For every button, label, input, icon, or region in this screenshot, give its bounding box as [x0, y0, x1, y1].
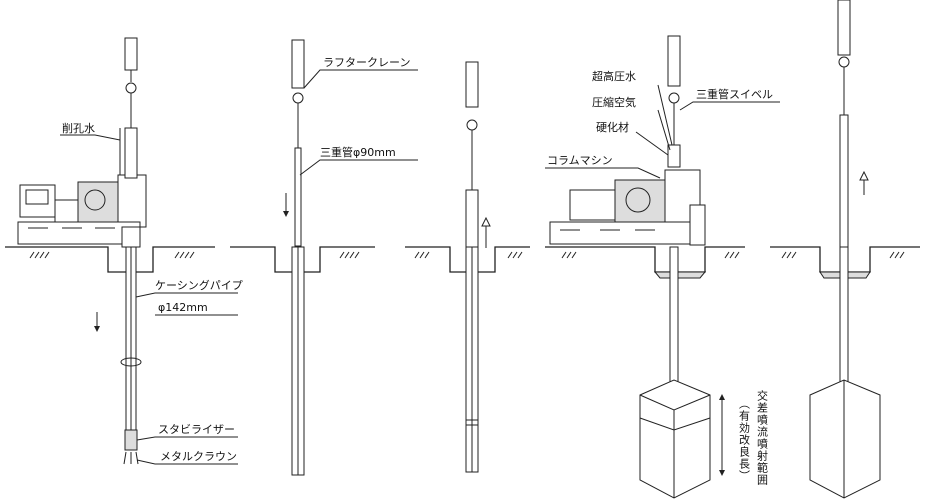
stage-5-column-completion	[809, 0, 881, 499]
label-casing-pipe: ケーシングパイプ	[155, 278, 243, 292]
label-compressed-air: 圧縮空気	[592, 95, 636, 109]
triple-pipe-rod	[839, 246, 849, 388]
label-triple-pipe-swivel: 三重管スイベル	[696, 87, 773, 101]
label-cross-jet-range: 交差噴流噴射範囲	[756, 389, 769, 486]
label-casing-diameter: φ142mm	[158, 301, 208, 314]
label-hardening-material: 硬化材	[596, 120, 629, 134]
label-stabilizer: スタビライザー	[158, 423, 235, 436]
label-drill-water: 削孔水	[62, 121, 95, 135]
ground-surface	[5, 246, 920, 273]
stage-2-triple-pipe-insertion	[283, 39, 418, 476]
crane-hook-icon	[668, 92, 680, 104]
crane-hook-icon	[838, 56, 850, 68]
label-rough-crane: ラフタークレーン	[323, 56, 410, 69]
label-column-machine: コラムマシン	[547, 154, 613, 167]
crane-boom	[291, 39, 305, 89]
crane-boom	[465, 61, 479, 108]
column-machine-base	[549, 221, 701, 245]
column-machine-engine	[569, 189, 616, 221]
crane-hook-icon	[125, 82, 137, 94]
slurry-pit	[653, 271, 707, 279]
stage-3-casing-withdrawal	[465, 61, 491, 473]
improved-column	[639, 379, 711, 499]
stabilizer-part	[124, 429, 138, 451]
rotation-icon	[120, 357, 142, 367]
swivel-head	[124, 127, 138, 179]
casing-rising	[465, 189, 479, 248]
label-super-high-pressure-water: 超高圧水	[592, 69, 636, 83]
crane-boom	[124, 37, 138, 71]
metal-crown-bits	[123, 451, 139, 465]
drill-engine	[77, 181, 119, 225]
crane-boom	[667, 35, 681, 87]
label-effective-length: （有効改良長）	[738, 398, 751, 482]
stage-1-casing-drilling	[17, 37, 238, 465]
improved-column	[809, 379, 881, 499]
stage-4-jet-grouting	[545, 35, 780, 499]
triple-pipe-upper	[294, 147, 302, 247]
triple-pipe-swivel	[667, 144, 681, 168]
crane-boom	[837, 0, 851, 56]
label-triple-pipe: 三重管φ90mm	[320, 145, 396, 159]
label-metal-crown: メタルクラウン	[160, 450, 237, 463]
crane-hook-icon	[466, 119, 478, 131]
crane-hook-icon	[292, 92, 304, 104]
triple-pipe-rising	[839, 114, 849, 248]
